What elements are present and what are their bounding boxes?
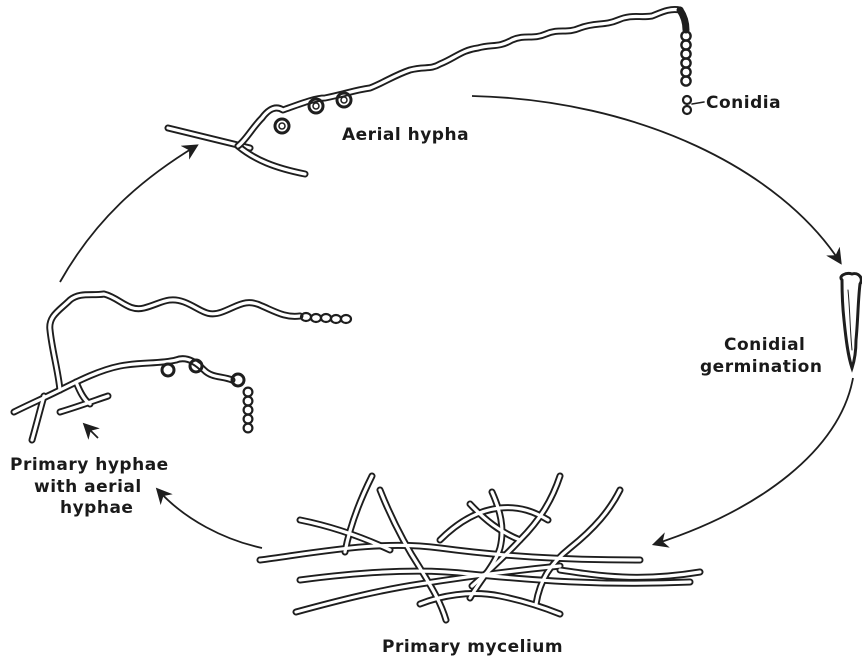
label-aerial-hypha: Aerial hypha: [342, 125, 469, 145]
label-primary-hyphae-line3: hyphae: [60, 498, 133, 518]
primary-hyphae-drawing: [14, 294, 351, 440]
primary-mycelium-drawing: [260, 476, 700, 620]
conidia-chain-vertical: [244, 388, 253, 433]
cycle-arrows: [60, 96, 853, 548]
arrow-mycelium-to-primary-hyphae: [158, 490, 262, 548]
label-conidial: Conidial: [724, 335, 805, 355]
label-germination: germination: [700, 357, 822, 377]
label-conidia: Conidia: [706, 93, 781, 113]
conidia-chain-horizontal: [301, 313, 351, 323]
label-primary-hyphae-line2: with aerial: [34, 477, 142, 497]
arrow-aerial-to-germination: [472, 96, 840, 262]
label-primary-mycelium: Primary mycelium: [382, 637, 563, 657]
label-primary-hyphae-line1: Primary hyphae: [10, 455, 169, 475]
arrow-primary-hyphae-to-aerial: [60, 146, 196, 282]
arrow-label-pointer: [85, 425, 98, 438]
conidia-chain: [681, 31, 690, 85]
aerial-hypha-drawing: [168, 9, 704, 174]
arrow-germination-to-mycelium: [655, 378, 853, 544]
germinating-conidium: [841, 273, 861, 368]
